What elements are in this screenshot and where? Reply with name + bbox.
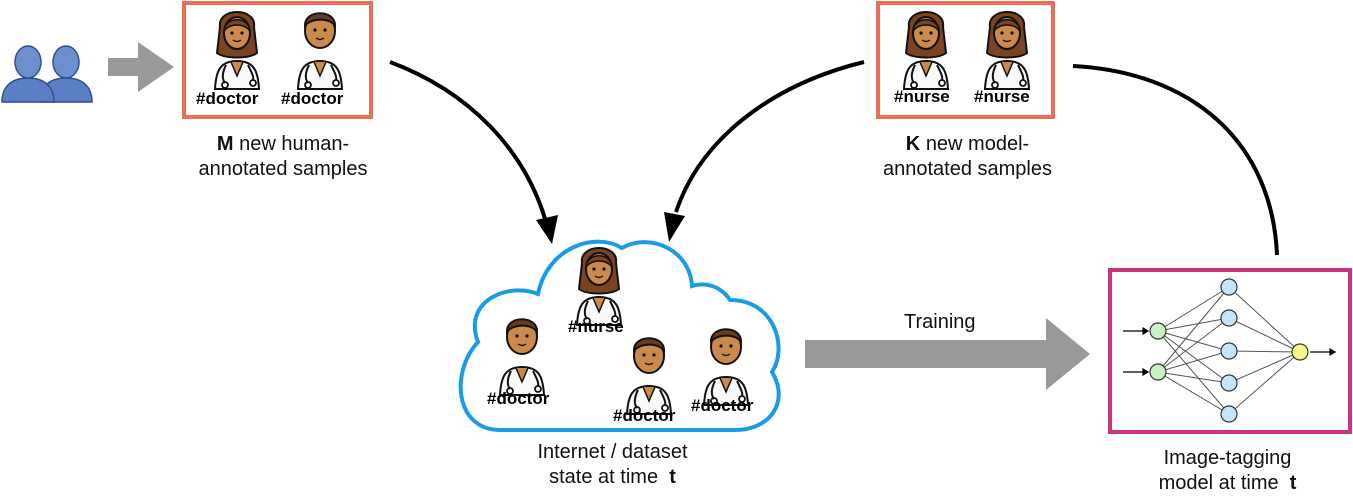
input-arrows (1123, 326, 1337, 377)
dataset-tag: #doctor (613, 406, 676, 425)
network-edge (1157, 330, 1230, 352)
model-caption: Image-tagging model at time t (1158, 447, 1297, 494)
doctor-female-icon (214, 11, 260, 90)
hidden-node (1220, 374, 1238, 392)
model-sample-tag: #nurse (974, 87, 1030, 106)
human-sample-tag: #doctor (196, 89, 259, 108)
human-samples-caption: M new human- annotated samples (198, 133, 368, 180)
dataset-tag: #doctor (487, 389, 550, 408)
network-edge (1157, 317, 1230, 332)
human-samples-box (182, 1, 373, 119)
network-edge (1157, 371, 1230, 384)
network-edge (1157, 330, 1230, 384)
network-edge (1157, 286, 1230, 373)
human-sample-tag: #doctor (281, 89, 344, 108)
nurse-icon (576, 247, 622, 326)
training-arrow (805, 318, 1090, 390)
network-edge (1157, 286, 1230, 332)
nurse-icon (984, 11, 1030, 90)
neural-network-icon (1157, 286, 1301, 415)
network-edge (1228, 351, 1301, 384)
network-edge (1228, 317, 1301, 353)
model-samples-caption: K new model- annotated samples (882, 133, 1052, 180)
annotate-arrow (108, 42, 174, 92)
hidden-node (1220, 309, 1238, 327)
training-label: Training (904, 311, 976, 333)
output-node (1291, 343, 1309, 361)
network-edge (1157, 317, 1230, 373)
model-samples-to-dataset-arrow (674, 60, 865, 213)
nurse-icon (903, 11, 949, 90)
human-to-dataset-arrow (389, 60, 548, 223)
input-node (1149, 363, 1167, 381)
dataset-tag: #doctor (691, 396, 754, 415)
network-edge (1157, 350, 1230, 373)
hidden-node (1220, 278, 1238, 296)
network-edge (1228, 286, 1301, 353)
hidden-node (1220, 405, 1238, 423)
network-edge (1157, 371, 1230, 415)
dataset-tag: #nurse (568, 317, 624, 336)
network-edge (1228, 350, 1301, 353)
hidden-node (1220, 342, 1238, 360)
dataset-caption: Internet / dataset state at time t (537, 441, 688, 488)
input-node (1149, 322, 1167, 340)
network-edge (1157, 330, 1230, 415)
network-edge (1228, 351, 1301, 415)
two-people-silhouette-icon (1, 45, 93, 103)
model-sample-tag: #nurse (894, 87, 950, 106)
neural-network-nodes (1149, 278, 1309, 423)
model-to-samples-line (1072, 64, 1279, 256)
